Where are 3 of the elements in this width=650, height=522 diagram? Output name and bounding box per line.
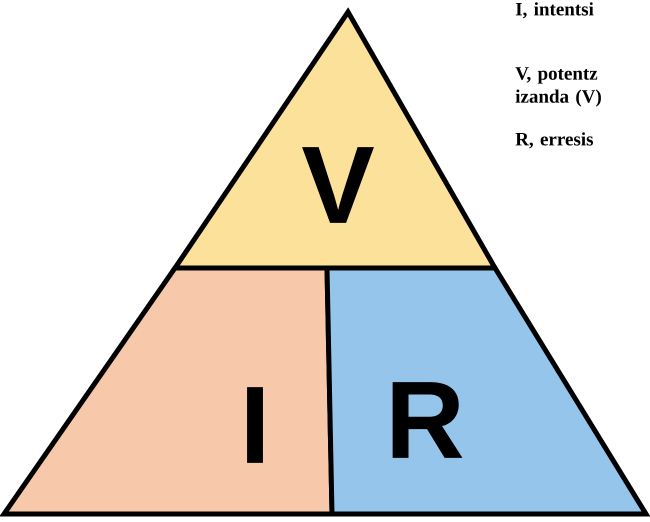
note-text: I, intentsi <box>516 2 594 18</box>
note-text: V, potentz izanda (V) <box>515 67 601 107</box>
note-text: R, erresis <box>516 132 594 148</box>
